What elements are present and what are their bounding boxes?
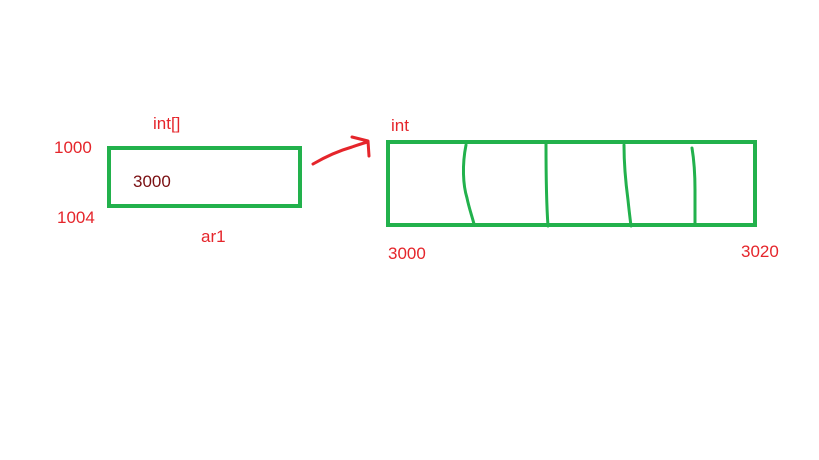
pointer-type-label: int[] — [153, 114, 181, 133]
array-end-address: 3020 — [741, 242, 779, 261]
cell-divider-3 — [622, 143, 633, 228]
pointer-variable-name: ar1 — [201, 227, 226, 246]
cell-divider-4 — [690, 146, 697, 227]
cell-divider-2 — [544, 141, 550, 228]
array-type-label: int — [391, 116, 409, 135]
array-block-box — [386, 140, 757, 227]
pointer-end-address: 1004 — [57, 208, 95, 227]
array-start-address: 3000 — [388, 244, 426, 263]
cell-divider-1 — [462, 143, 476, 226]
pointer-variable-box — [107, 146, 302, 208]
pointer-stored-value: 3000 — [133, 172, 171, 191]
pointer-start-address: 1000 — [54, 138, 92, 157]
